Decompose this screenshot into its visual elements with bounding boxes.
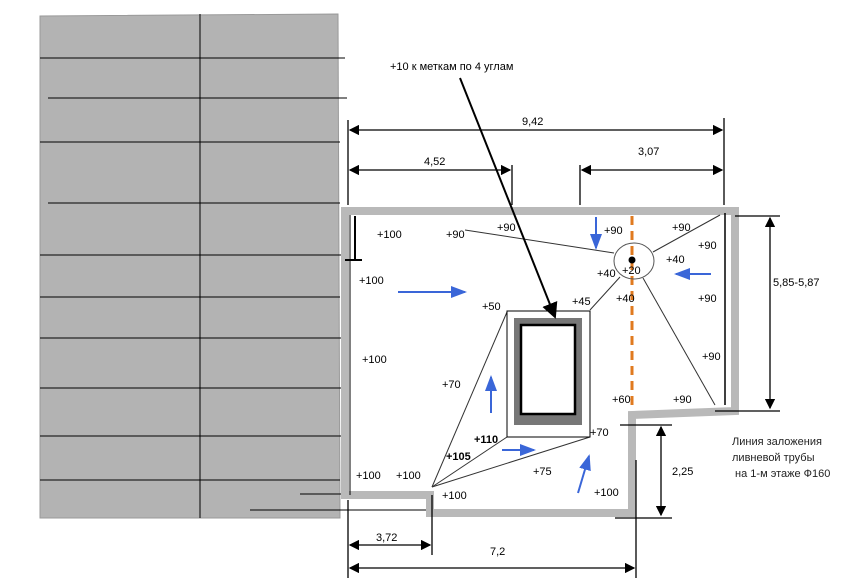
elevation-mark: +40 <box>666 254 685 266</box>
dim-bottom-left: 3,72 <box>376 532 397 544</box>
pipe-note-line1: Линия заложения <box>732 436 822 448</box>
elevation-mark: +40 <box>616 293 635 305</box>
elevation-mark: +100 <box>359 275 384 287</box>
dimension-lines <box>347 118 780 578</box>
elevation-mark: +70 <box>590 427 609 439</box>
drain-center-icon <box>628 256 636 264</box>
elevation-mark: +90 <box>446 229 465 241</box>
elevation-mark: +100 <box>377 229 402 241</box>
dim-total-width: 9,42 <box>522 116 543 128</box>
elevation-mark: +50 <box>482 301 501 313</box>
roof-hatch <box>506 310 591 438</box>
elevation-mark: +90 <box>497 222 516 234</box>
elevation-mark: +90 <box>672 222 691 234</box>
roof-drain <box>613 242 655 280</box>
elevation-mark: +60 <box>612 394 631 406</box>
roof-outline-wall <box>341 207 739 517</box>
dim-bottom-total: 7,2 <box>490 546 505 558</box>
dim-left-width: 4,52 <box>424 156 445 168</box>
elevation-mark: +75 <box>533 466 552 478</box>
elevation-mark: +110 <box>474 434 498 446</box>
elevation-mark: +70 <box>442 379 461 391</box>
adjacent-roof-panel <box>39 13 432 519</box>
elevation-mark: +90 <box>673 394 692 406</box>
parapet-mark <box>345 216 362 261</box>
elevation-mark: +20 <box>622 265 641 277</box>
elevation-mark: +90 <box>698 293 717 305</box>
elevation-mark: +90 <box>698 240 717 252</box>
elevation-mark: +90 <box>702 351 721 363</box>
dim-right-width: 3,07 <box>638 146 659 158</box>
elevation-mark: +100 <box>362 354 387 366</box>
dim-height-right: 5,85-5,87 <box>773 277 819 289</box>
elevation-mark: +100 <box>396 470 421 482</box>
elevation-mark: +100 <box>442 490 467 502</box>
pipe-note-line3: на 1-м этаже Ф160 <box>732 468 830 480</box>
corner-note: +10 к меткам по 4 углам <box>390 61 513 73</box>
elevation-mark: +100 <box>594 487 619 499</box>
elevation-mark: +45 <box>572 296 591 308</box>
flow-arrow-icon <box>577 454 591 494</box>
elevation-mark: +90 <box>604 225 623 237</box>
slope-lines <box>431 214 721 488</box>
elevation-marks: +100 +90 +90 +90 +90 +90 +40 +40 +20 +40… <box>356 222 721 502</box>
elevation-mark: +100 <box>356 470 381 482</box>
note-pointer-arrow <box>459 77 558 319</box>
pipe-note-line2: ливневой трубы <box>732 452 815 464</box>
elevation-mark: +105 <box>446 451 471 463</box>
flow-arrows <box>398 217 711 494</box>
elevation-mark: +40 <box>597 268 616 280</box>
dim-step-height: 2,25 <box>672 466 693 478</box>
